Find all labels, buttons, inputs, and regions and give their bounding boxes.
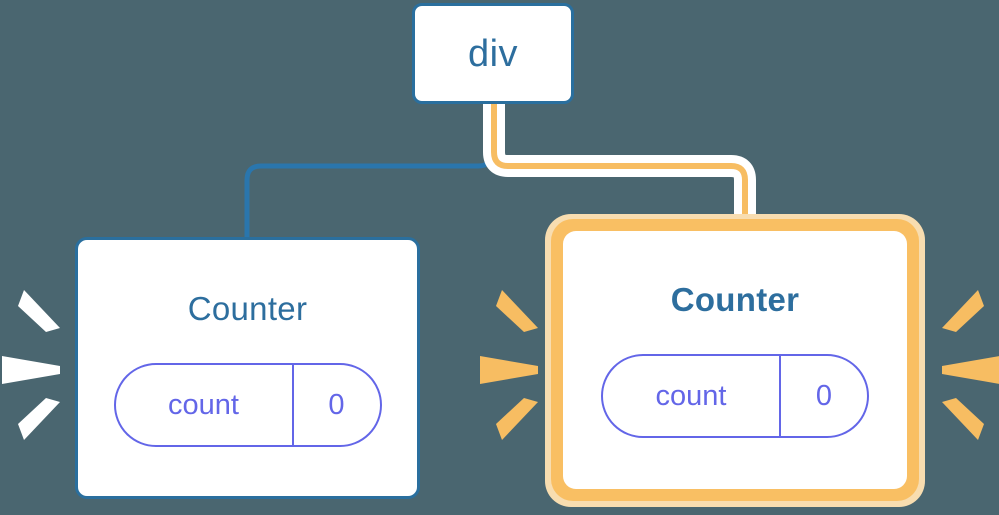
ray-middle-icon bbox=[480, 356, 538, 384]
node-counter-left-title: Counter bbox=[187, 290, 308, 327]
prop-key: count bbox=[655, 379, 727, 412]
node-div-label: div bbox=[467, 32, 519, 75]
node-counter-right[interactable]: Counter count 0 bbox=[563, 231, 907, 489]
prop-divider bbox=[779, 356, 781, 436]
prop-pill-count-left: count 0 bbox=[113, 363, 382, 447]
sparkle-rays-left bbox=[2, 290, 60, 440]
ray-lower-icon bbox=[18, 398, 60, 440]
ray-lower-icon bbox=[942, 398, 984, 440]
sparkle-rays-middle bbox=[480, 290, 538, 440]
edge-div-to-counter-left bbox=[244, 101, 495, 243]
prop-pill-count-right: count 0 bbox=[601, 354, 869, 438]
ray-middle-icon bbox=[942, 356, 999, 384]
prop-key: count bbox=[168, 388, 239, 421]
prop-value: 0 bbox=[328, 388, 345, 421]
node-counter-right-highlight-wrapper[interactable]: Counter count 0 bbox=[545, 214, 925, 507]
ray-lower-icon bbox=[496, 398, 538, 440]
prop-divider bbox=[291, 365, 294, 445]
prop-value: 0 bbox=[815, 379, 833, 412]
node-counter-right-title: Counter bbox=[670, 281, 800, 318]
node-div[interactable]: div bbox=[412, 3, 574, 104]
ray-upper-icon bbox=[942, 290, 984, 332]
ray-middle-icon bbox=[2, 356, 60, 384]
node-counter-left[interactable]: Counter count 0 bbox=[75, 237, 420, 499]
sparkle-rays-right bbox=[942, 290, 999, 440]
ray-upper-icon bbox=[18, 290, 60, 332]
ray-upper-icon bbox=[496, 290, 538, 332]
